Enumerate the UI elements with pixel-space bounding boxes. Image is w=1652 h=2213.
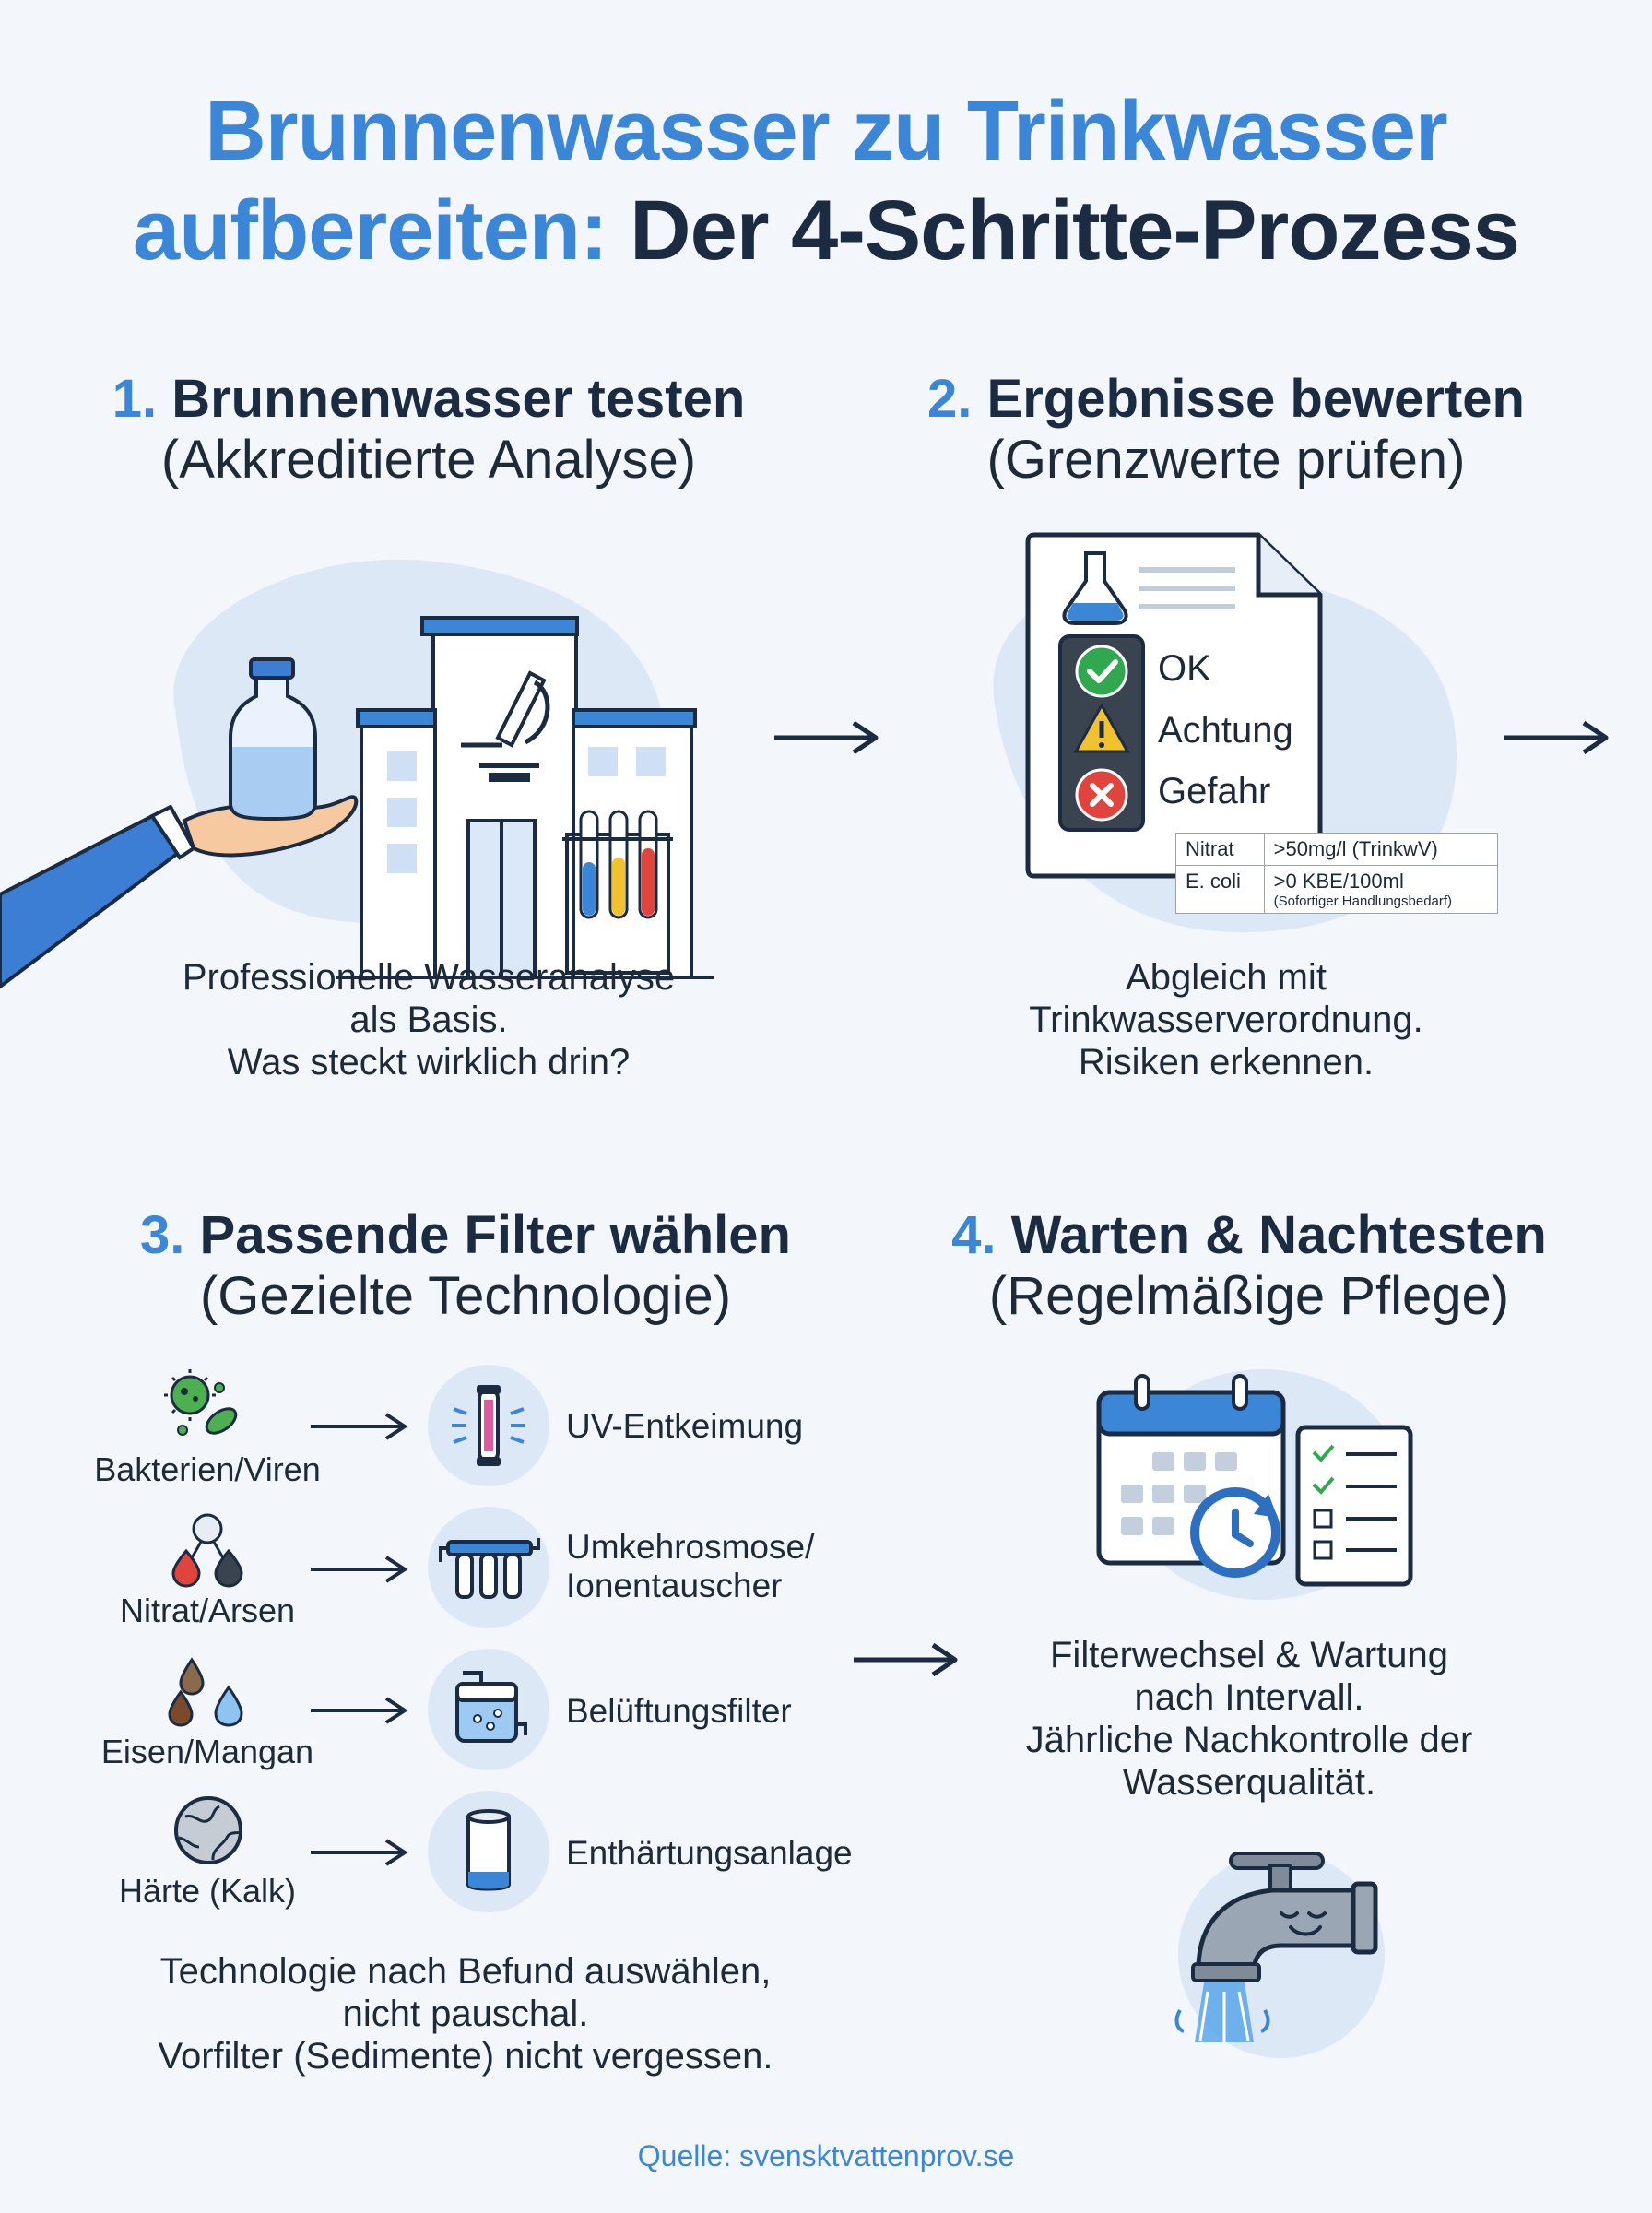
step-4-title: Warten & Nachtesten — [1010, 1205, 1547, 1265]
step-1-desc-line: als Basis. — [349, 1000, 508, 1040]
problem-label: Eisen/Mangan — [100, 1733, 314, 1770]
step-3-desc-line: nicht pauschal. — [342, 1994, 589, 2034]
arrow-right-icon — [311, 1413, 408, 1440]
table-row: Nitrat >50mg/l (TrinkwV) — [1175, 833, 1499, 866]
step-2-title: Ergebnisse bewerten — [986, 369, 1525, 429]
table-cell-value: >50mg/l (TrinkwV) — [1263, 833, 1499, 866]
step-2-subtitle: (Grenzwerte prüfen) — [986, 430, 1466, 490]
step-4-header: 4. Warten & Nachtesten (Regelmäßige Pfle… — [880, 1205, 1618, 1327]
step-1-desc-line: Was steckt wirklich drin? — [227, 1042, 631, 1083]
step-2-number: 2. — [927, 369, 973, 429]
source-link[interactable]: Quelle: svensktvattenprov.se — [637, 2139, 1015, 2172]
step-2-desc-line: Trinkwasserverordnung. — [1029, 1000, 1423, 1040]
table-cell-param: Nitrat — [1175, 833, 1265, 866]
step-4-desc-line: Filterwechsel & Wartung — [1050, 1635, 1448, 1675]
status-danger-label: Gefahr — [1158, 771, 1271, 811]
bacteria-icon — [164, 1369, 238, 1436]
step-1-number: 1. — [112, 369, 158, 429]
step-4-number: 4. — [951, 1205, 997, 1265]
problem-label: Härte (Kalk) — [118, 1872, 297, 1910]
step-4-description: Filterwechsel & Wartung nach Intervall. … — [880, 1634, 1618, 1804]
water-drops-icon — [168, 1657, 243, 1727]
step-1-description: Professionelle Wasseranalyse als Basis. … — [55, 956, 802, 1083]
uv-lamp-icon — [428, 1365, 549, 1486]
globe-icon — [174, 1796, 242, 1864]
step-3-number: 3. — [140, 1205, 185, 1265]
technology-label: Enthärtungsanlage — [566, 1834, 853, 1872]
step-1-subtitle: (Akkreditierte Analyse) — [160, 430, 697, 490]
table-cell-param: E. coli — [1175, 865, 1265, 914]
step-2-desc-line: Abgleich mit — [1126, 957, 1327, 998]
title-line1: Brunnenwasser zu Trinkwasser — [205, 84, 1447, 178]
arrow-right-icon — [854, 1642, 958, 1677]
limit-values-table: Nitrat >50mg/l (TrinkwV) E. coli >0 KBE/… — [1175, 833, 1499, 914]
step-2-header: 2. Ergebnisse bewerten (Grenzwerte prüfe… — [848, 369, 1604, 491]
reverse-osmosis-icon — [428, 1507, 549, 1628]
technology-label: Umkehrosmose/ Ionentauscher — [566, 1528, 815, 1604]
step-2-description: Abgleich mit Trinkwasserverordnung. Risi… — [848, 956, 1604, 1083]
arrow-right-icon — [311, 1556, 408, 1583]
step-4-desc-line: Wasserqualität. — [1122, 1762, 1376, 1803]
step-3-desc-line: Technologie nach Befund auswählen, — [159, 1951, 772, 1992]
maintenance-calendar-icon — [1096, 1369, 1413, 1600]
status-ok-label: OK — [1158, 648, 1211, 689]
faucet-icon — [1174, 1852, 1385, 2058]
arrow-right-icon — [1504, 720, 1609, 755]
step-3-subtitle: (Gezielte Technologie) — [199, 1266, 732, 1326]
title-line2-blue: aufbereiten: — [133, 183, 608, 278]
arrow-right-icon — [774, 720, 879, 755]
arrow-right-icon — [311, 1839, 408, 1866]
aeration-filter-icon — [428, 1649, 549, 1770]
step-3-header: 3. Passende Filter wählen (Gezielte Tech… — [37, 1205, 894, 1327]
page-title: Brunnenwasser zu Trinkwasser aufbereiten… — [0, 81, 1652, 280]
table-row: E. coli >0 KBE/100ml(Sofortiger Handlung… — [1175, 865, 1499, 914]
step-4-desc-line: Jährliche Nachkontrolle der — [1025, 1720, 1473, 1760]
arrow-right-icon — [311, 1697, 408, 1724]
softener-tank-icon — [428, 1791, 549, 1912]
problem-label: Nitrat/Arsen — [119, 1592, 296, 1629]
lab-analysis-illustration — [0, 559, 714, 989]
step-4-subtitle: (Regelmäßige Pflege) — [988, 1266, 1510, 1326]
step-3-desc-line: Vorfilter (Sedimente) nicht vergessen. — [158, 2036, 773, 2077]
technology-label: UV-Entkeimung — [566, 1407, 804, 1445]
technology-label: Belüftungsfilter — [566, 1692, 792, 1730]
step-1-header: 1. Brunnenwasser testen (Akkreditierte A… — [37, 369, 820, 491]
molecule-icon — [171, 1513, 243, 1588]
table-cell-value: >0 KBE/100ml(Sofortiger Handlungsbedarf) — [1263, 865, 1499, 914]
title-line2-dark: Der 4-Schritte-Prozess — [630, 183, 1520, 278]
step-3-description: Technologie nach Befund auswählen, nicht… — [55, 1950, 876, 2077]
problem-label: Bakterien/Viren — [94, 1450, 321, 1488]
step-1-title: Brunnenwasser testen — [171, 369, 746, 429]
step-4-desc-line: nach Intervall. — [1134, 1677, 1364, 1718]
step-2-desc-line: Risiken erkennen. — [1078, 1042, 1375, 1083]
step-1-desc-line: Professionelle Wasseranalyse — [182, 957, 676, 998]
status-warning-label: Achtung — [1158, 710, 1293, 751]
step-3-title: Passende Filter wählen — [199, 1205, 791, 1265]
